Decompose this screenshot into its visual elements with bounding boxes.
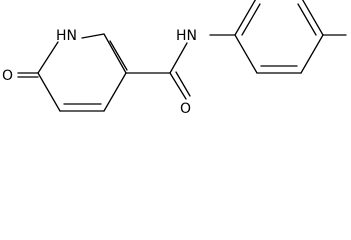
bond-ar3-ar4-inner: [297, 3, 317, 36]
bond-ar4-ar5: [300, 34, 324, 74]
chemical-structure: HN O HN O: [2, 0, 347, 115]
bond-c3-c4: [103, 72, 127, 112]
bond-c2-c3: [103, 33, 127, 74]
bond-amide-c-n: [169, 42, 188, 74]
structure-canvas: HN O HN O: [0, 0, 351, 115]
tolyl-ring: [234, 0, 324, 74]
bond-n1-c2: [81, 33, 105, 39]
bond-c6-n1: [37, 41, 59, 74]
bond-ar1-ar2: [234, 0, 257, 36]
pyridinone-ring: [37, 33, 128, 112]
bond-amide-c-o: [169, 72, 187, 100]
bond-amide-c-o-double: [175, 71, 191, 97]
bond-c2-c3-inner: [109, 40, 128, 71]
bond-c5-c6: [37, 72, 61, 112]
ring-nh-label: HN: [56, 28, 77, 44]
bond-ar3-ar4: [301, 0, 324, 36]
ring-oxo-label: O: [2, 68, 13, 84]
bond-ar1-ar2-inner: [241, 3, 261, 36]
amide-nh-label: HN: [176, 28, 197, 44]
bond-ar6-ar1: [234, 34, 258, 74]
amide-o-label: O: [180, 101, 191, 115]
